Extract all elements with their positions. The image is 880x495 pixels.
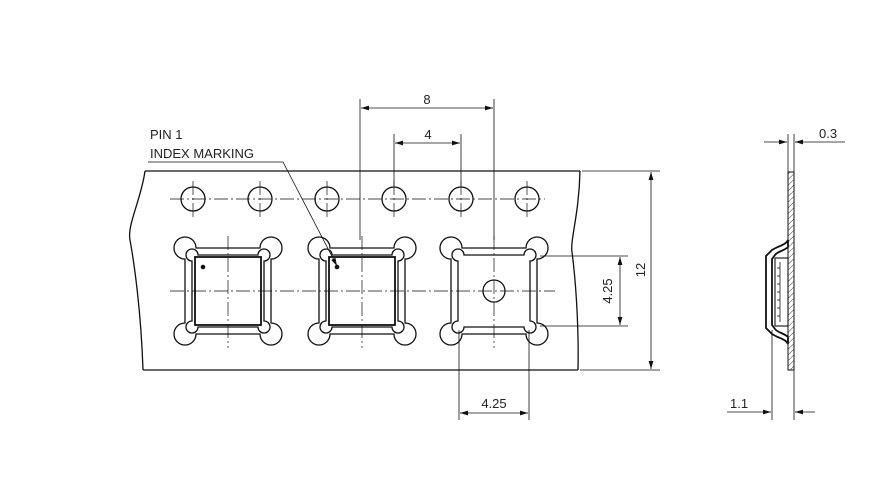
pin1-label: PIN 1 bbox=[150, 127, 183, 142]
empty-pocket bbox=[439, 236, 549, 348]
dim-pocket-pitch-label: 8 bbox=[423, 92, 430, 107]
pocket-with-component bbox=[173, 236, 283, 348]
component-pockets bbox=[173, 236, 549, 348]
dim-sprocket-pitch-label: 4 bbox=[424, 127, 431, 142]
dim-pocket-width-label: 4.25 bbox=[481, 396, 506, 411]
dim-pocket-height bbox=[540, 255, 628, 327]
dim-pocket-depth bbox=[727, 330, 815, 420]
dim-pocket-width bbox=[458, 330, 530, 420]
pocket-with-component bbox=[307, 236, 417, 348]
dim-tape-thickness-label: 0.3 bbox=[819, 126, 837, 141]
pin1-dot bbox=[200, 264, 206, 270]
dim-sprocket-pitch bbox=[393, 134, 462, 186]
dim-pocket-height-label: 4.25 bbox=[600, 278, 615, 303]
tape-side-section bbox=[765, 171, 795, 371]
dim-tape-thickness bbox=[764, 134, 845, 172]
carrier-tape-outline bbox=[128, 170, 581, 371]
dim-pocket-depth-label: 1.1 bbox=[730, 396, 748, 411]
center-lines bbox=[170, 198, 555, 292]
index-marking-label: INDEX MARKING bbox=[150, 146, 254, 161]
dim-pocket-pitch bbox=[359, 99, 495, 240]
pin1-leader bbox=[148, 161, 338, 267]
dim-tape-width-label: 12 bbox=[633, 263, 648, 277]
dim-tape-width bbox=[580, 170, 660, 371]
